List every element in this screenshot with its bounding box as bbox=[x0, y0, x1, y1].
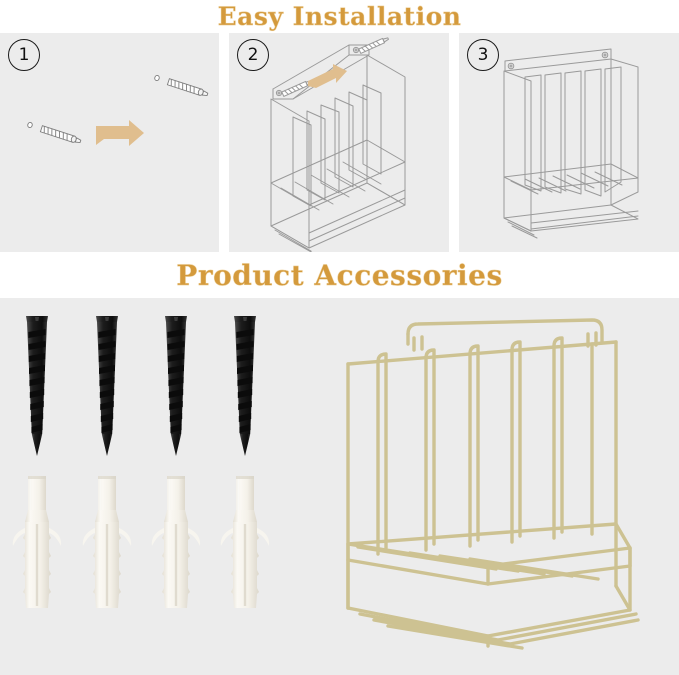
product-accessories-section bbox=[0, 298, 679, 675]
wall-anchor-1 bbox=[12, 476, 62, 608]
hardware-parts-group bbox=[0, 298, 330, 675]
product-accessories-title: Product Accessories bbox=[176, 258, 503, 292]
step-1-illustration bbox=[0, 33, 219, 252]
step-number-badge-2: 2 bbox=[237, 39, 269, 71]
installation-steps-strip: 1 bbox=[0, 33, 679, 252]
screw-4 bbox=[234, 316, 256, 456]
step-number-2: 2 bbox=[247, 45, 259, 65]
wall-anchor-3 bbox=[151, 476, 201, 608]
direction-arrow bbox=[308, 64, 347, 88]
installation-step-2-panel: 2 bbox=[229, 33, 449, 252]
step-2-illustration bbox=[229, 33, 449, 252]
step-number-badge-3: 3 bbox=[467, 39, 499, 71]
product-accessories-title-band: Product Accessories bbox=[0, 252, 679, 298]
screw-1 bbox=[26, 316, 48, 456]
direction-arrow bbox=[96, 120, 144, 146]
installation-step-1-panel: 1 bbox=[0, 33, 219, 252]
screw-2 bbox=[96, 316, 118, 456]
wall-anchor-4 bbox=[220, 476, 270, 608]
easy-installation-title-band: Easy Installation bbox=[0, 0, 679, 33]
step-number-badge-1: 1 bbox=[8, 39, 40, 71]
screw-3 bbox=[165, 316, 187, 456]
screw-row bbox=[26, 316, 256, 456]
step-3-illustration bbox=[459, 33, 679, 252]
easy-installation-title: Easy Installation bbox=[217, 2, 462, 31]
installation-step-3-panel: 3 bbox=[459, 33, 679, 252]
wall-anchor-2 bbox=[82, 476, 132, 608]
step-number-3: 3 bbox=[477, 45, 489, 65]
wall-anchor-row bbox=[12, 476, 270, 608]
step-number-1: 1 bbox=[18, 45, 30, 65]
product-photo-gold-file-organizer bbox=[330, 298, 679, 675]
